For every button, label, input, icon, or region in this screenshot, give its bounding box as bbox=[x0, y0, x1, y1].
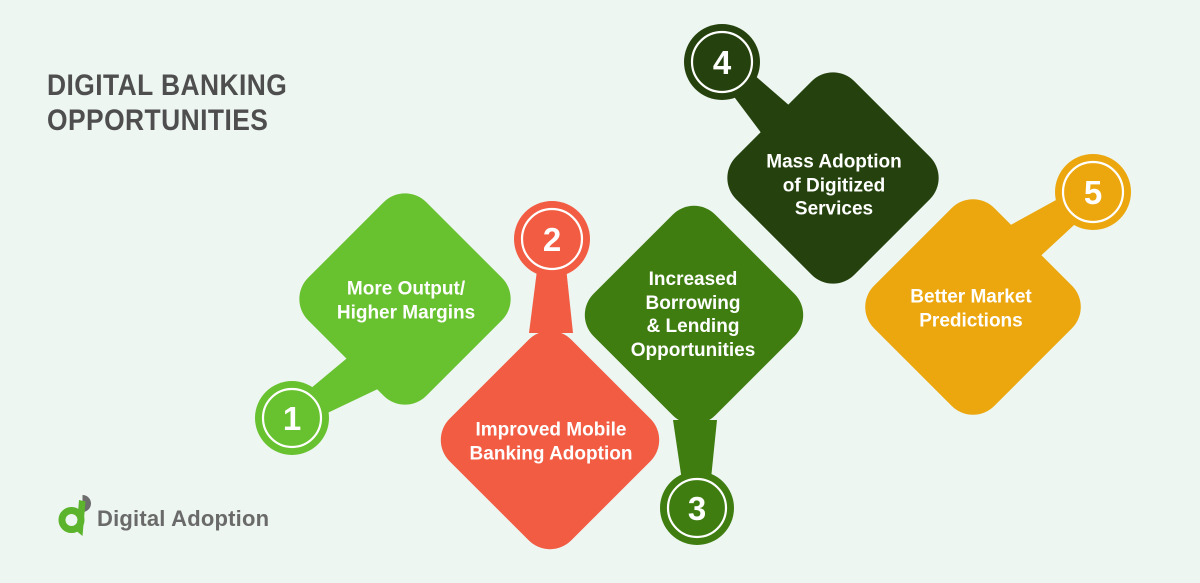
item-2-number: 2 bbox=[542, 221, 562, 258]
item-5-shape bbox=[865, 154, 1131, 415]
bubble-ring-1-icon bbox=[261, 387, 323, 449]
logo: Digital Adoption bbox=[58, 494, 269, 538]
number-bubble-5 bbox=[1055, 154, 1131, 230]
page-title: DIGITAL BANKING OPPORTUNITIES bbox=[47, 69, 288, 138]
number-bubble-3 bbox=[660, 471, 734, 545]
item-3-shape bbox=[584, 205, 804, 545]
bubble-ring-5-icon bbox=[1061, 160, 1125, 224]
diamond-1-icon bbox=[299, 193, 511, 405]
item-4-label: Mass Adoption of Digitized Services bbox=[766, 151, 902, 220]
diamond-2-icon bbox=[440, 330, 660, 550]
item-1-label: More Output/ Higher Margins bbox=[336, 278, 476, 323]
number-bubble-4 bbox=[684, 24, 760, 100]
logo-text: Digital Adoption bbox=[97, 506, 270, 531]
bubble-ring-2-icon bbox=[520, 207, 584, 271]
item-3-number: 3 bbox=[687, 490, 707, 527]
number-bubble-1 bbox=[255, 381, 329, 455]
diamond-4-icon bbox=[727, 72, 939, 284]
logo-tail-icon bbox=[76, 500, 86, 536]
item-4-number: 4 bbox=[712, 44, 732, 81]
item-1-shape bbox=[255, 193, 511, 455]
diamond-3-icon bbox=[584, 205, 804, 425]
bubble-ring-3-icon bbox=[666, 477, 728, 539]
item-2-shape bbox=[440, 201, 660, 550]
number-bubble-2 bbox=[514, 201, 590, 277]
item-2-label: Improved Mobile Banking Adoption bbox=[469, 419, 633, 464]
item-4-shape bbox=[684, 24, 939, 284]
diamond-5-icon bbox=[865, 199, 1081, 415]
digital-adoption-logo-icon bbox=[58, 495, 91, 536]
item-1-number: 1 bbox=[282, 400, 302, 437]
item-3-label: Increased Borrowing & Lending Opportunit… bbox=[630, 268, 756, 361]
bubble-ring-4-icon bbox=[690, 30, 754, 94]
item-5-number: 5 bbox=[1083, 174, 1103, 211]
item-5-label: Better Market Predictions bbox=[910, 286, 1032, 331]
